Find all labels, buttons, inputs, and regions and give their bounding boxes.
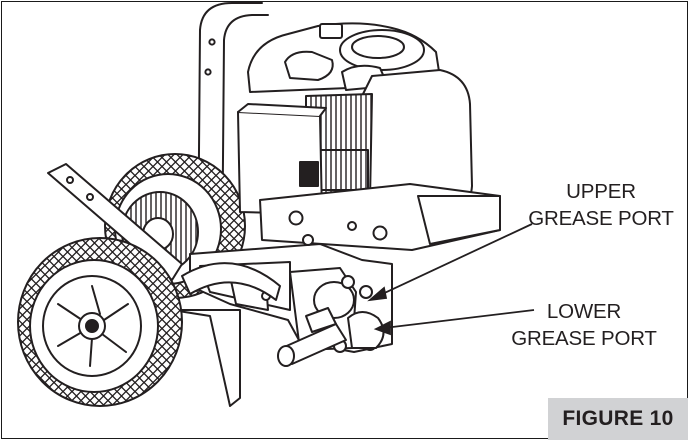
upper-callout-line1: UPPER — [566, 180, 636, 203]
engine — [237, 22, 473, 219]
callout-leaders — [367, 223, 535, 336]
lower-callout-line1: LOWER — [546, 300, 622, 323]
gearbox — [189, 234, 393, 367]
tine — [181, 262, 281, 301]
lower-grease-port-callout: LOWER GREASE PORT — [498, 298, 670, 352]
front-wheel — [17, 237, 183, 407]
figure-label: FIGURE 10 — [562, 407, 674, 430]
upper-grease-port — [341, 275, 355, 289]
figure-label-tab: FIGURE 10 — [548, 398, 688, 440]
upper-callout-line2: GREASE PORT — [528, 207, 674, 230]
lower-callout-line2: GREASE PORT — [511, 327, 657, 350]
upper-grease-port-callout: UPPER GREASE PORT — [515, 178, 687, 232]
